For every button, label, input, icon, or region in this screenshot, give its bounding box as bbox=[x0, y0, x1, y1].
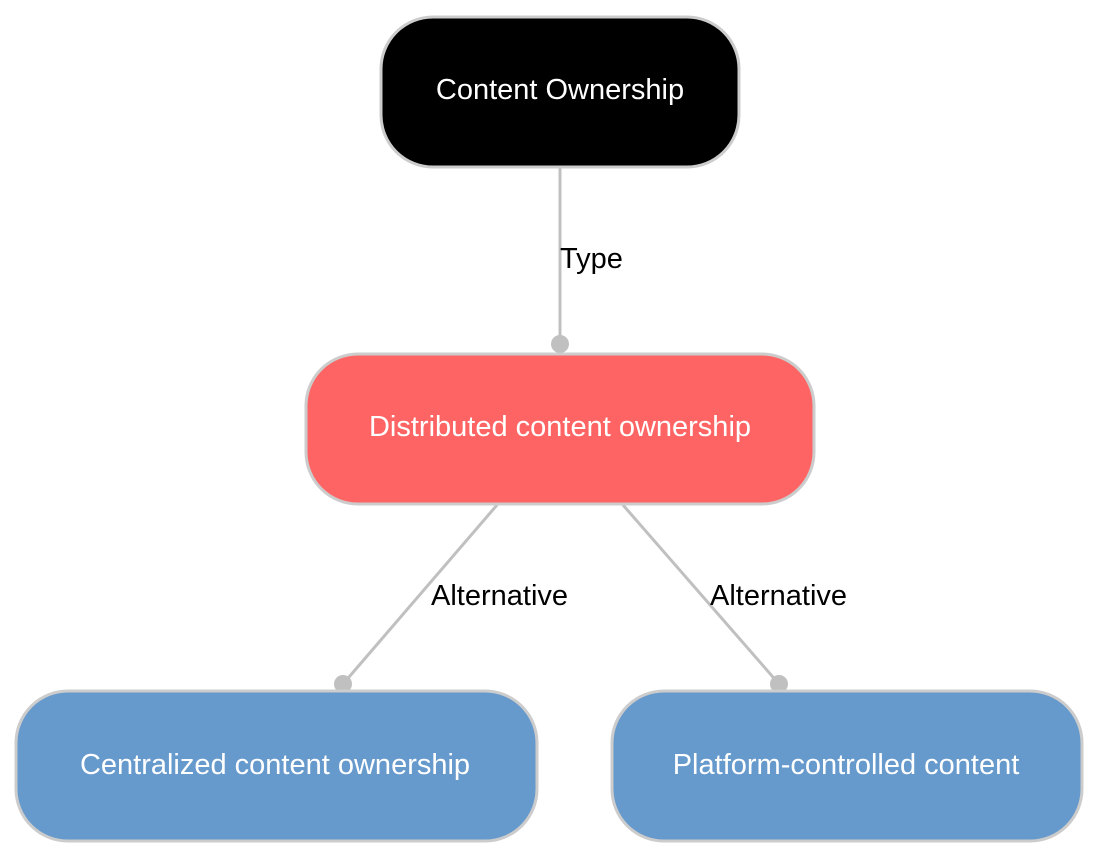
node-distributed-content-ownership[interactable]: Distributed content ownership bbox=[304, 352, 816, 506]
edge-alternative-right-line bbox=[621, 504, 781, 685]
edge-label-alternative-right: Alternative bbox=[710, 580, 847, 612]
node-distributed-content-ownership-label: Distributed content ownership bbox=[369, 411, 751, 443]
node-centralized-content-ownership-label: Centralized content ownership bbox=[80, 749, 470, 781]
edge-label-alternative-left: Alternative bbox=[431, 580, 568, 612]
edge-type-endpoint bbox=[551, 335, 569, 353]
edge-alternative-left: Alternative bbox=[334, 504, 568, 693]
node-centralized-content-ownership-box bbox=[14, 689, 539, 843]
node-content-ownership-label: Content Ownership bbox=[436, 74, 684, 106]
edge-alternative-left-line bbox=[341, 504, 499, 685]
node-platform-controlled-content-box bbox=[610, 689, 1084, 843]
node-centralized-content-ownership[interactable]: Centralized content ownership bbox=[14, 689, 539, 843]
node-content-ownership[interactable]: Content Ownership bbox=[379, 15, 741, 169]
node-platform-controlled-content-label: Platform-controlled content bbox=[673, 749, 1020, 781]
edge-alternative-right: Alternative bbox=[621, 504, 847, 693]
edge-alternative-right-endpoint bbox=[770, 675, 788, 693]
node-content-ownership-box bbox=[379, 15, 741, 169]
edge-type: Type bbox=[551, 168, 623, 353]
edge-alternative-left-endpoint bbox=[334, 675, 352, 693]
node-platform-controlled-content[interactable]: Platform-controlled content bbox=[610, 689, 1084, 843]
node-distributed-content-ownership-box bbox=[304, 352, 816, 506]
edge-label-type: Type bbox=[560, 243, 623, 275]
